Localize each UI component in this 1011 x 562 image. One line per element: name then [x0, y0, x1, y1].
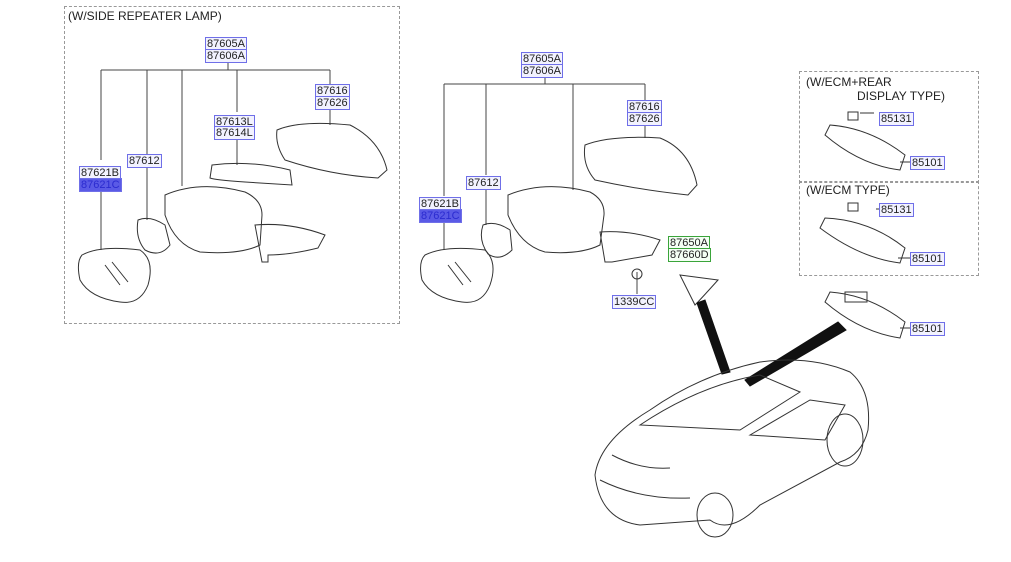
ecm-rear-caption-line1: (W/ECM+REAR: [806, 75, 892, 89]
ecm-type-box: [799, 181, 979, 276]
ecm-type-caption: (W/ECM TYPE): [806, 183, 890, 197]
left-leader-lines: [100, 62, 331, 250]
part-87613L[interactable]: 87613L: [214, 115, 255, 129]
part-87606A-middle[interactable]: 87606A: [521, 64, 563, 78]
part-85101-ecm-rear[interactable]: 85101: [910, 156, 945, 170]
ecm-rear-display-box: [799, 71, 979, 183]
part-87612-middle[interactable]: 87612: [466, 176, 501, 190]
middle-leader-lines: [443, 76, 646, 294]
part-85131-ecm[interactable]: 85131: [879, 203, 914, 217]
left-mirror-parts: [77, 122, 388, 303]
part-87606A-left[interactable]: 87606A: [205, 49, 247, 63]
part-1339CC[interactable]: 1339CC: [612, 295, 657, 309]
side-repeater-caption: (W/SIDE REPEATER LAMP): [68, 9, 222, 23]
part-87616-middle[interactable]: 87616: [627, 100, 662, 114]
car-illustration: [594, 359, 870, 538]
part-87660D[interactable]: 87660D: [668, 248, 711, 262]
middle-mirror-parts: [420, 136, 720, 306]
part-87621C-middle[interactable]: 87621C: [419, 209, 462, 223]
part-87621C-left[interactable]: 87621C: [79, 178, 122, 192]
part-87612-left[interactable]: 87612: [127, 154, 162, 168]
callout-arrows: [696, 299, 847, 387]
part-85131-ecm-rear[interactable]: 85131: [879, 112, 914, 126]
part-87626-middle[interactable]: 87626: [627, 112, 662, 126]
part-85101-standard[interactable]: 85101: [910, 322, 945, 336]
part-85101-ecm[interactable]: 85101: [910, 252, 945, 266]
part-87616-left[interactable]: 87616: [315, 84, 350, 98]
part-87626-left[interactable]: 87626: [315, 96, 350, 110]
ecm-rear-caption-line2: DISPLAY TYPE): [857, 89, 946, 103]
part-87614L[interactable]: 87614L: [214, 126, 255, 140]
side-repeater-lamp-box: [64, 6, 400, 324]
part-87605A-left[interactable]: 87605A: [205, 37, 247, 51]
